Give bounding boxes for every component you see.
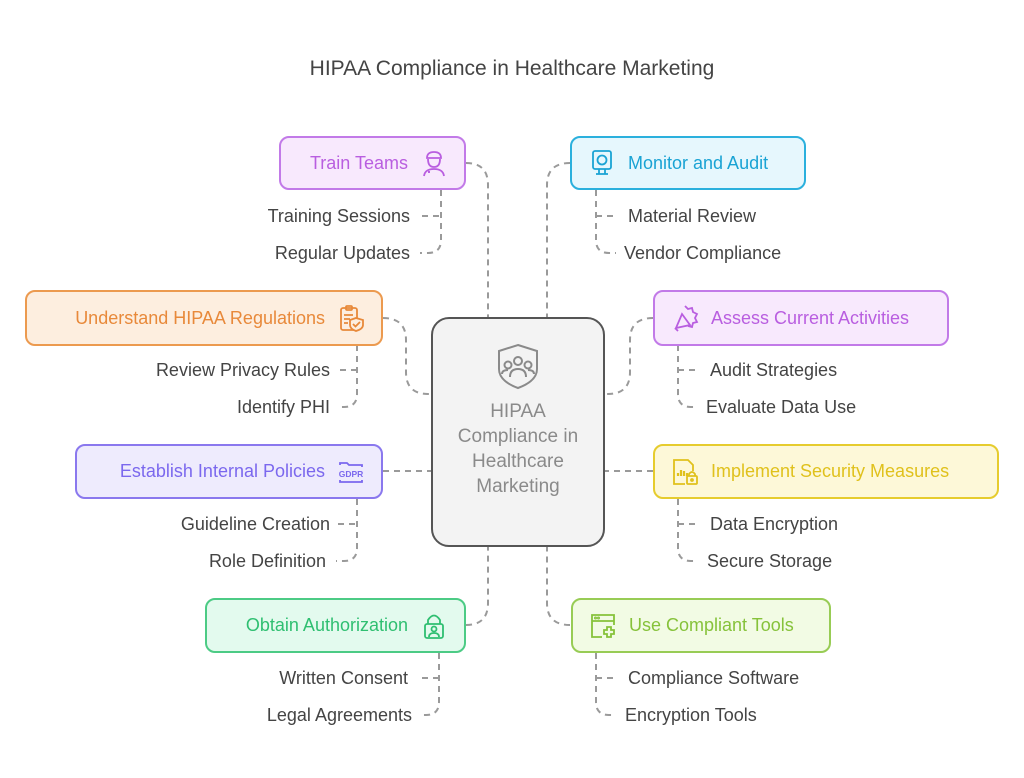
branch-understand-hipaa[interactable]: Understand HIPAA Regulations [25, 290, 383, 346]
sub-item: Audit Strategies [710, 360, 838, 380]
branch-assess-activities[interactable]: Assess Current Activities [653, 290, 949, 346]
branch-label: Implement Security Measures [711, 461, 950, 481]
branch-implement-security[interactable]: Implement Security Measures [653, 444, 999, 499]
branch-use-compliant-tools[interactable]: Use Compliant Tools [571, 598, 831, 653]
sub-item: Guideline Creation [180, 514, 330, 534]
sub-item: Training Sessions [267, 206, 410, 226]
sub-item: Secure Storage [707, 551, 833, 571]
sub-item: Review Privacy Rules [155, 360, 330, 380]
branch-label: Train Teams [309, 152, 408, 173]
lock-user-icon [420, 612, 448, 640]
nurse-icon [420, 149, 448, 177]
branch-label: Obtain Authorization [245, 615, 408, 635]
central-topic[interactable]: HIPAA Compliance in Healthcare Marketing [431, 317, 605, 547]
branch-label: Monitor and Audit [628, 152, 769, 173]
sub-item: Identify PHI [236, 397, 330, 417]
sub-item: Written Consent [279, 668, 408, 688]
sub-item: Vendor Compliance [624, 243, 782, 263]
svg-text:GDPR: GDPR [339, 469, 364, 479]
sub-item: Encryption Tools [625, 705, 757, 725]
gdpr-folder-icon: GDPR [337, 458, 365, 486]
central-topic-label: HIPAA Compliance in Healthcare Marketing [457, 401, 579, 497]
branch-label: Assess Current Activities [711, 307, 910, 328]
branch-train-teams[interactable]: Train Teams [279, 136, 466, 190]
sub-item: Regular Updates [274, 243, 410, 263]
sub-item: Legal Agreements [266, 705, 412, 725]
sub-item: Evaluate Data Use [706, 397, 857, 417]
sub-item: Material Review [628, 206, 757, 226]
megaphone-badge-icon [671, 304, 699, 332]
clipboard-shield-icon [337, 304, 365, 332]
branch-label: Establish Internal Policies [119, 461, 325, 481]
file-chart-lock-icon [671, 458, 699, 486]
branch-establish-policies[interactable]: Establish Internal Policies GDPR [75, 444, 383, 499]
sub-item: Role Definition [208, 551, 326, 571]
diagram-title: HIPAA Compliance in Healthcare Marketing [309, 57, 715, 80]
sub-item: Compliance Software [628, 668, 800, 688]
shield-people-icon [493, 341, 543, 391]
monitor-camera-icon [588, 149, 616, 177]
branch-obtain-authorization[interactable]: Obtain Authorization [205, 598, 466, 653]
branch-monitor-audit[interactable]: Monitor and Audit [570, 136, 806, 190]
browser-plus-icon [589, 612, 617, 640]
branch-label: Understand HIPAA Regulations [75, 307, 325, 328]
sub-item: Data Encryption [710, 514, 839, 534]
branch-label: Use Compliant Tools [629, 615, 794, 635]
